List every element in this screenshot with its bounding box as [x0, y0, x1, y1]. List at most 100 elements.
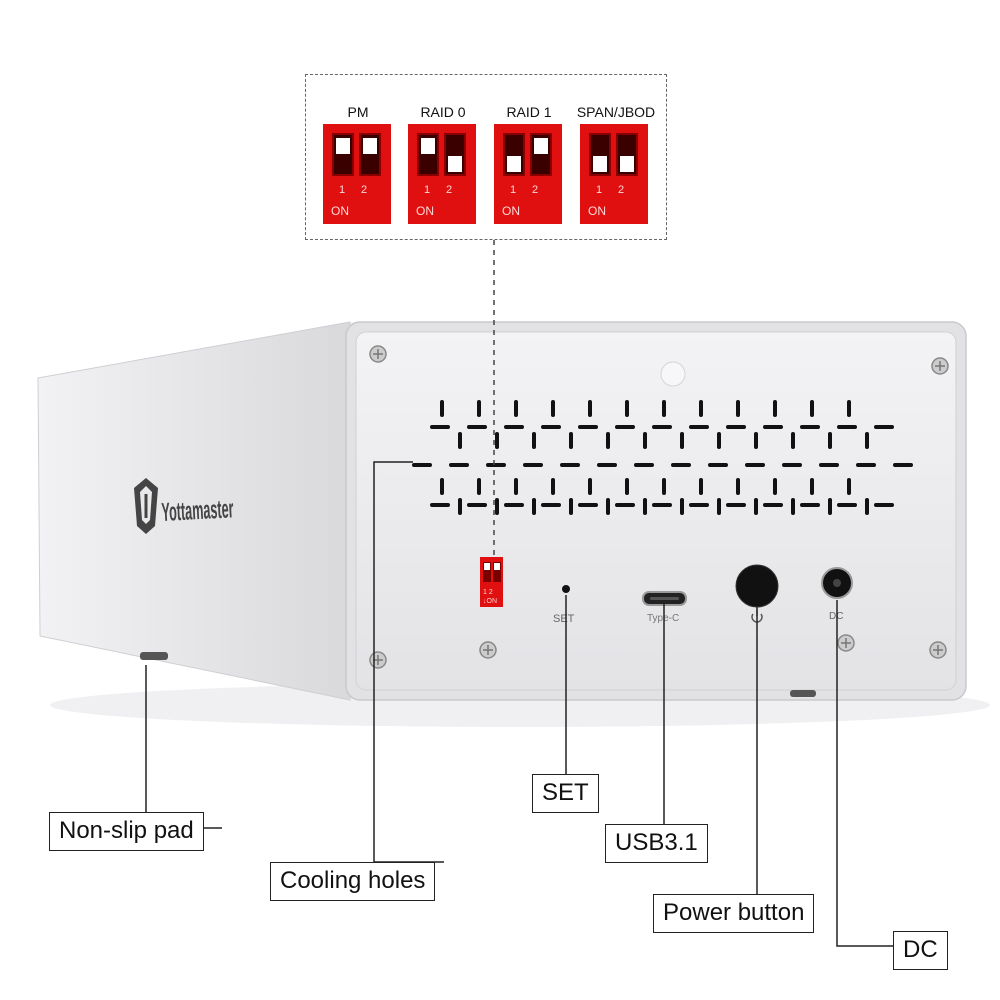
cooling-hole: [615, 503, 635, 507]
cooling-hole: [634, 463, 654, 467]
callout-power-button: Power button: [653, 894, 815, 933]
dip-switch-physical: [480, 557, 503, 607]
cooling-hole: [440, 400, 444, 417]
cooling-hole: [504, 425, 524, 429]
callout-dc: DC: [893, 931, 948, 970]
cooling-hole: [458, 432, 462, 449]
dip-switch-knob: [448, 156, 462, 172]
cooling-hole: [652, 425, 672, 429]
cooling-hole: [477, 400, 481, 417]
cooling-hole: [495, 498, 499, 515]
cooling-hole: [726, 425, 746, 429]
cooling-hole: [588, 478, 592, 495]
cooling-hole: [689, 425, 709, 429]
dip-switch-number: 2: [618, 184, 625, 196]
cooling-hole: [671, 463, 691, 467]
cooling-hole: [551, 400, 555, 417]
cooling-hole: [763, 425, 783, 429]
cooling-hole: [467, 503, 487, 507]
callout-cooling-holes: Cooling holes: [270, 862, 436, 901]
dip-mode-label: RAID 0: [420, 104, 466, 120]
cooling-hole: [847, 478, 851, 495]
cooling-hole: [745, 463, 765, 467]
dip-settings-panel: [305, 74, 667, 240]
cooling-hole: [828, 432, 832, 449]
cooling-hole: [754, 432, 758, 449]
cooling-hole: [791, 432, 795, 449]
enclosure-side: [37, 321, 351, 701]
dip-switch-slot: [359, 133, 381, 176]
cooling-hole: [569, 432, 573, 449]
set-port-label: SET: [553, 613, 575, 625]
cooling-hole: [699, 478, 703, 495]
non-slip-pad-left: [140, 652, 168, 660]
cooling-hole: [430, 425, 450, 429]
cooling-hole: [736, 478, 740, 495]
dip-small-numbers: 1 2: [483, 589, 493, 596]
front-panel: [355, 331, 957, 691]
cooling-hole: [615, 425, 635, 429]
dip-switch-number: 1: [596, 184, 603, 196]
cooling-hole: [578, 503, 598, 507]
cooling-hole: [680, 498, 684, 515]
cooling-hole: [412, 463, 432, 467]
cooling-hole: [486, 463, 506, 467]
cooling-hole: [717, 432, 721, 449]
cooling-hole: [837, 503, 857, 507]
cooling-hole: [514, 478, 518, 495]
dip-small-on: ↓ON: [483, 598, 497, 605]
dip-switch-knob: [593, 156, 607, 172]
callout-set: SET: [532, 774, 599, 813]
cooling-hole: [541, 425, 561, 429]
cooling-hole: [773, 478, 777, 495]
cooling-hole: [791, 498, 795, 515]
dip-mode-label: SPAN/JBOD: [576, 104, 656, 120]
dip-switch-slot: [530, 133, 552, 176]
cooling-hole: [828, 498, 832, 515]
cooling-hole: [819, 463, 839, 467]
dip-on-label: ON: [502, 204, 520, 218]
dip-switch-slot: [589, 133, 611, 176]
cooling-hole: [588, 400, 592, 417]
dip-switch-knob: [421, 138, 435, 154]
brand-logo-text: Yottamaster: [161, 493, 234, 527]
dip-switch-number: 2: [532, 184, 539, 196]
set-pinhole: [562, 585, 570, 593]
cooling-hole: [662, 478, 666, 495]
cooling-hole: [606, 498, 610, 515]
cooling-hole: [874, 503, 894, 507]
cooling-hole: [773, 400, 777, 417]
cooling-hole: [578, 425, 598, 429]
dip-mode-label: RAID 1: [506, 104, 552, 120]
cooling-hole: [532, 432, 536, 449]
dip-on-label: ON: [588, 204, 606, 218]
dip-switch-number: 1: [510, 184, 517, 196]
power-button: [735, 564, 779, 608]
cooling-hole: [625, 478, 629, 495]
dip-mode-label: PM: [347, 104, 369, 120]
cooling-hole: [477, 478, 481, 495]
cooling-hole: [699, 400, 703, 417]
dc-port-label: DC: [829, 611, 843, 622]
cooling-hole: [440, 478, 444, 495]
dip-switch-knob: [363, 138, 377, 154]
cooling-hole: [532, 498, 536, 515]
dip-switch-number: 2: [361, 184, 368, 196]
cooling-hole: [606, 432, 610, 449]
dip-switch-slot: [417, 133, 439, 176]
cooling-hole: [893, 463, 913, 467]
cooling-hole: [643, 498, 647, 515]
typec-port-label: Type-C: [647, 613, 679, 624]
cooling-hole: [680, 432, 684, 449]
dip-switch-number: 1: [339, 184, 346, 196]
dip-switch-number: 1: [424, 184, 431, 196]
cooling-hole: [708, 463, 728, 467]
dip-switch-knob: [534, 138, 548, 154]
cooling-hole: [514, 400, 518, 417]
dip-on-label: ON: [416, 204, 434, 218]
dip-switch-slot: [616, 133, 638, 176]
